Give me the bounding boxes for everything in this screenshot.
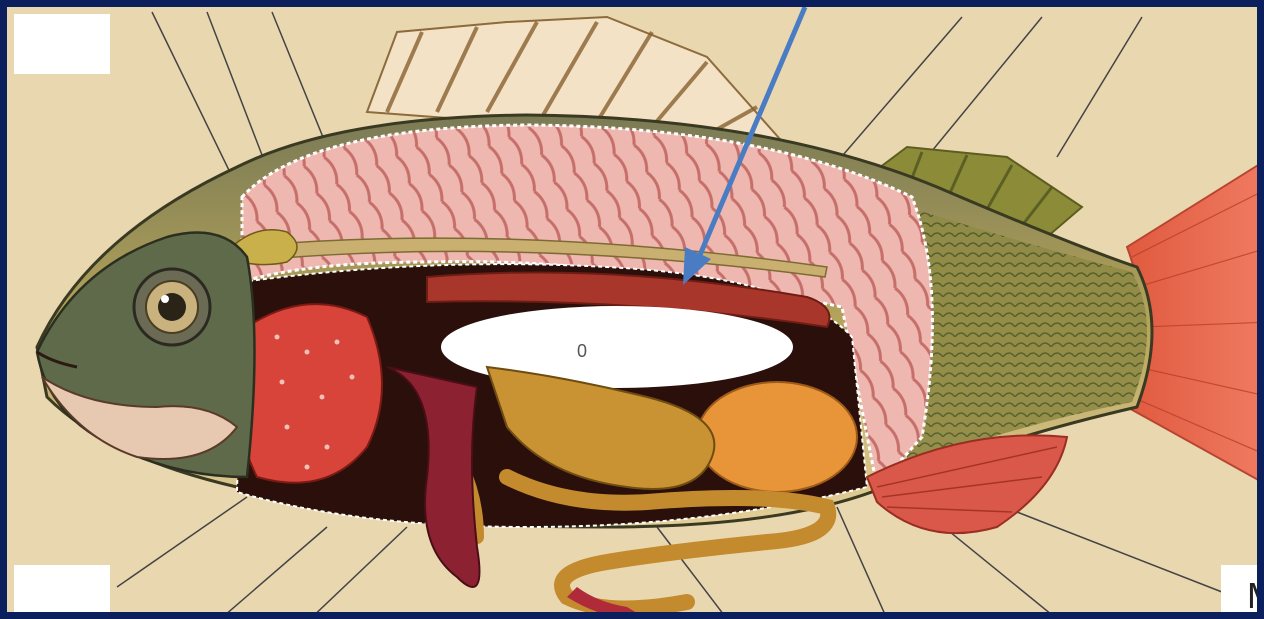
leader-line (117, 497, 247, 587)
leader-line (1017, 512, 1222, 592)
leader-line (307, 527, 407, 619)
intestine (507, 477, 828, 608)
swim-bladder-mark: 0 (577, 341, 587, 361)
label-box-top-left (14, 14, 110, 74)
leader-line (837, 17, 962, 162)
leader-line (217, 527, 327, 619)
leader-line (152, 12, 242, 197)
label-box-bottom-left (14, 565, 110, 619)
label-letter: M (1247, 575, 1264, 617)
liver (697, 382, 857, 492)
label-box-bottom-right: M (1221, 565, 1264, 619)
leader-line (837, 507, 887, 619)
leader-line (272, 12, 327, 147)
leader-line (1057, 17, 1142, 157)
gills (237, 304, 382, 483)
fish-anatomy-diagram: 0 (7, 7, 1264, 619)
